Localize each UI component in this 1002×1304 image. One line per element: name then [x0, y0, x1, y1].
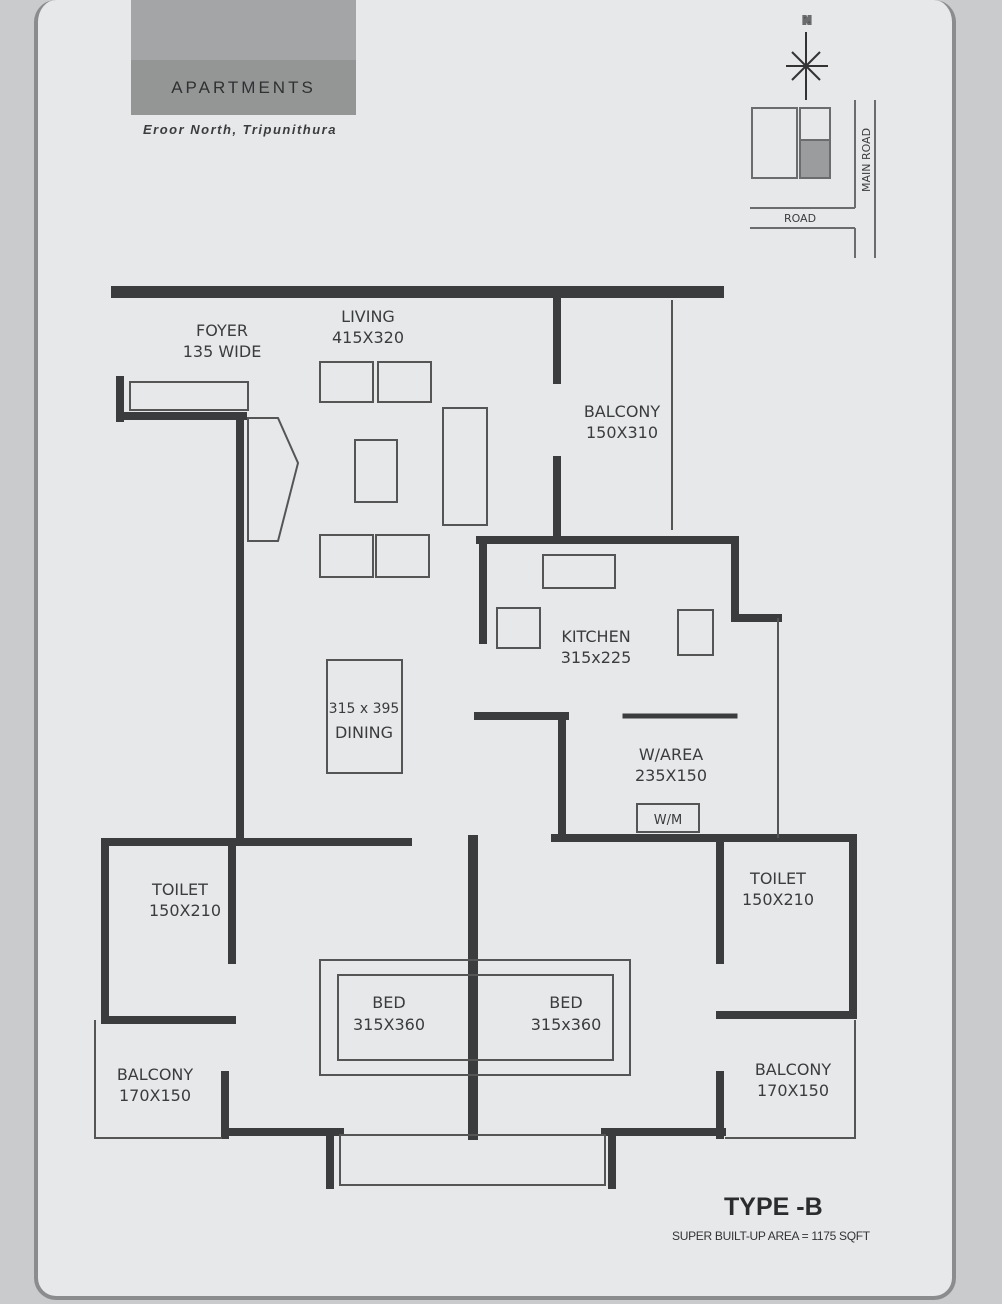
room-name: W/AREA — [639, 745, 703, 764]
main-road-label: MAIN ROAD — [860, 128, 873, 192]
room-name: BALCONY — [755, 1060, 832, 1079]
compass-icon — [786, 32, 828, 100]
room-toilet-left: TOILET 150X210 — [149, 880, 221, 920]
room-size: 170X150 — [119, 1086, 191, 1105]
room-name: DINING — [335, 723, 393, 742]
thin-lines — [94, 300, 856, 1186]
room-size: 150X310 — [586, 423, 658, 442]
room-name: BALCONY — [584, 402, 661, 421]
room-name: BED — [549, 993, 582, 1012]
key-plan: N ROAD MAIN ROAD — [750, 13, 876, 258]
room-foyer: FOYER 135 WIDE — [183, 321, 262, 361]
super-built-up-area: SUPER BUILT-UP AREA = 1175 SQFT — [672, 1229, 870, 1243]
walls — [101, 286, 857, 1189]
room-toilet-right: TOILET 150X210 — [742, 869, 814, 909]
brochure-sheet — [34, 0, 956, 1300]
washing-machine-label: W/M — [654, 813, 682, 828]
room-name: FOYER — [196, 321, 248, 340]
room-bed-right: BED 315x360 — [531, 993, 602, 1034]
room-size: 415X320 — [332, 328, 404, 347]
location-text: Eroor North, Tripunithura — [143, 122, 337, 137]
room-size: 315x225 — [561, 648, 632, 667]
unit-type: TYPE -B — [724, 1193, 823, 1221]
road-label: ROAD — [784, 212, 816, 225]
room-size: 315x360 — [531, 1015, 602, 1034]
room-name: KITCHEN — [561, 627, 630, 646]
brand-name: APARTMENTS — [131, 60, 356, 115]
room-balcony-top: BALCONY 150X310 — [584, 402, 661, 442]
room-balcony-right: BALCONY 170X150 — [755, 1060, 832, 1100]
room-name: LIVING — [341, 307, 395, 326]
room-size: 150X210 — [149, 901, 221, 920]
room-balcony-left: BALCONY 170X150 — [117, 1065, 194, 1105]
room-size: 235X150 — [635, 766, 707, 785]
room-bed-left: BED 315X360 — [353, 993, 425, 1034]
room-size: 135 WIDE — [183, 342, 262, 361]
room-name: BALCONY — [117, 1065, 194, 1084]
room-size: 315X360 — [353, 1015, 425, 1034]
room-size: 315 x 395 — [329, 701, 400, 717]
brand-logo-block: APARTMENTS — [131, 0, 356, 115]
room-living: LIVING 415X320 — [332, 307, 404, 347]
room-kitchen: KITCHEN 315x225 — [561, 627, 632, 667]
room-size: 170X150 — [757, 1081, 829, 1100]
room-name: TOILET — [749, 869, 806, 888]
room-name: BED — [372, 993, 405, 1012]
room-size: 150X210 — [742, 890, 814, 909]
room-name: TOILET — [151, 880, 208, 899]
north-label: N — [802, 14, 811, 27]
